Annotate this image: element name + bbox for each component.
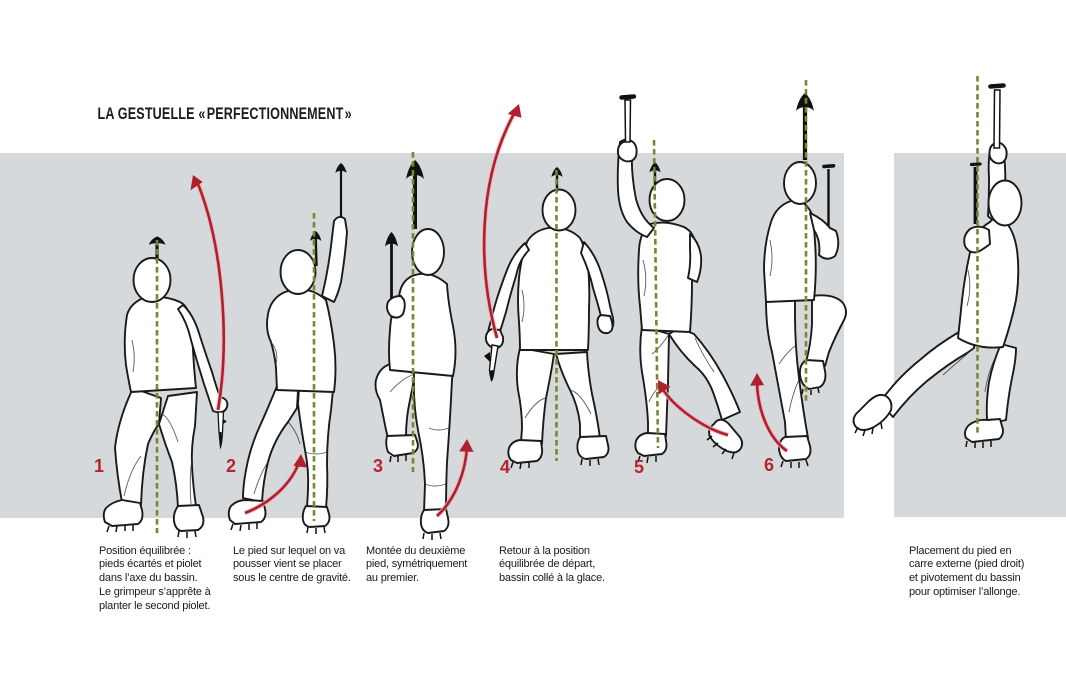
svg-text:3: 3 [373, 456, 383, 476]
svg-text:1: 1 [94, 456, 104, 476]
svg-text:2: 2 [226, 456, 236, 476]
svg-text:4: 4 [500, 457, 510, 477]
svg-text:5: 5 [634, 457, 644, 477]
svg-text:6: 6 [764, 455, 774, 475]
